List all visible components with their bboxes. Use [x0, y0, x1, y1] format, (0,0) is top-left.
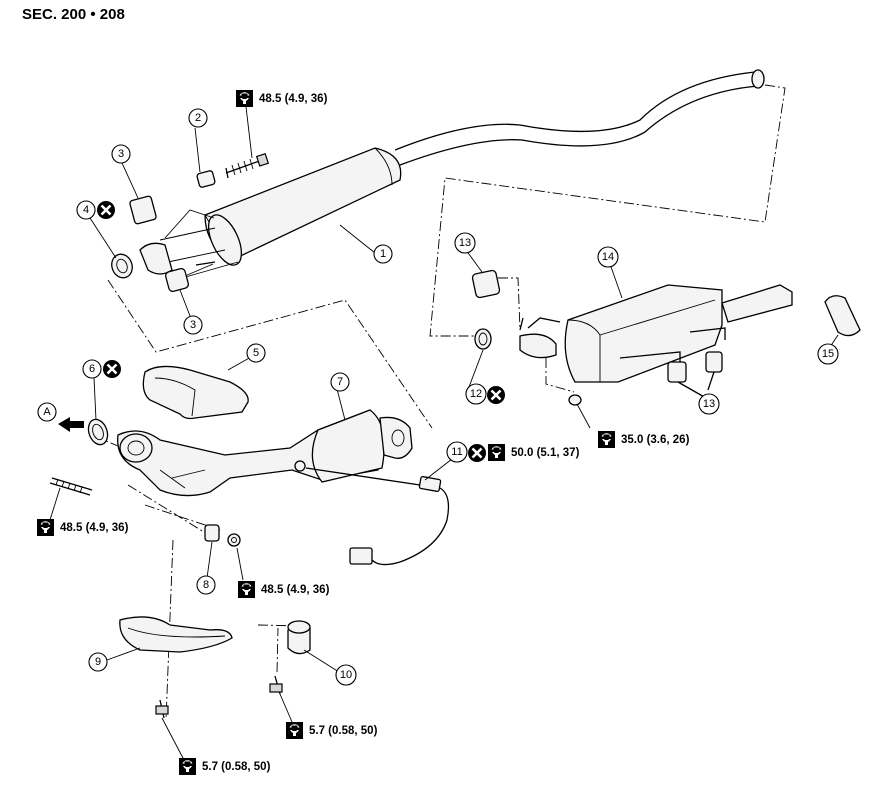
- callout-13-upper: 13: [454, 232, 476, 254]
- no-reuse-icon: [485, 384, 507, 406]
- bracket-10-top: [287, 620, 311, 634]
- svg-text:48.5 (4.9, 36): 48.5 (4.9, 36): [60, 522, 129, 534]
- svg-text:13: 13: [459, 237, 471, 249]
- rear-muffler: [519, 284, 793, 383]
- callout-13-leaders: [677, 371, 715, 399]
- wrench-icon: [238, 581, 255, 598]
- view-arrow: [58, 417, 84, 432]
- svg-text:1: 1: [380, 248, 386, 260]
- svg-text:9: 9: [95, 656, 101, 668]
- catalytic-converter-assembly: [117, 409, 413, 497]
- callout-12: 12: [465, 383, 487, 405]
- svg-text:6: 6: [89, 363, 95, 375]
- section-header: SEC. 200 • 208: [22, 6, 125, 23]
- svg-text:50.0 (5.1, 37): 50.0 (5.1, 37): [511, 447, 580, 459]
- svg-text:5.7 (0.58, 50): 5.7 (0.58, 50): [309, 725, 378, 737]
- torque-spec-rear-muffler: 35.0 (3.6, 26): [598, 431, 690, 448]
- wrench-icon: [179, 758, 196, 775]
- svg-text:48.5 (4.9, 36): 48.5 (4.9, 36): [261, 584, 330, 596]
- svg-text:4: 4: [83, 204, 89, 216]
- wrench-icon: [488, 444, 505, 461]
- nut-hole: [231, 537, 237, 543]
- wrench-icon: [598, 431, 615, 448]
- torque-spec-nut: 48.5 (4.9, 36): [238, 581, 330, 598]
- seal-ring-12-inner: [478, 332, 488, 346]
- wrench-icon: [37, 519, 54, 536]
- mount-rubber-13-lower-b: [705, 351, 723, 373]
- wrench-icon: [236, 90, 253, 107]
- torque-spec-stud: 48.5 (4.9, 36): [37, 519, 129, 536]
- torque-spec-oxygen-sensor: 50.0 (5.1, 37): [488, 444, 580, 461]
- mount-rubber-13-upper: [471, 269, 501, 299]
- callout-15: 15: [817, 343, 839, 365]
- mount-rubber-13-lower-a: [667, 361, 687, 383]
- svg-text:15: 15: [822, 348, 834, 360]
- gasket-6-inner: [92, 423, 104, 441]
- svg-text:8: 8: [203, 579, 209, 591]
- heat-shield-9: [119, 616, 233, 653]
- callout-9: 9: [88, 652, 108, 672]
- svg-text:A: A: [43, 406, 51, 418]
- muffler-nut: [568, 394, 582, 406]
- view-marker-a: A: [37, 402, 57, 422]
- svg-text:5: 5: [253, 347, 259, 359]
- svg-text:3: 3: [190, 319, 196, 331]
- callout-2: 2: [188, 108, 208, 128]
- torque-spec-shield-bolt: 5.7 (0.58, 50): [179, 758, 271, 775]
- svg-text:5.7 (0.58, 50): 5.7 (0.58, 50): [202, 761, 271, 773]
- svg-text:13: 13: [703, 398, 715, 410]
- no-reuse-icon: [466, 442, 488, 464]
- heat-shield-bolts: [155, 675, 283, 719]
- callout-7: 7: [330, 372, 350, 392]
- callout-5: 5: [246, 343, 266, 363]
- svg-text:35.0 (3.6, 26): 35.0 (3.6, 26): [621, 434, 690, 446]
- stud-bolt: [49, 477, 93, 496]
- svg-text:3: 3: [118, 148, 124, 160]
- torque-spec-muffler-bolt: 48.5 (4.9, 36): [236, 90, 328, 107]
- callout-3-upper: 3: [111, 144, 131, 164]
- callout-4: 4: [76, 200, 96, 220]
- svg-text:2: 2: [195, 112, 201, 124]
- callout-14: 14: [597, 246, 619, 268]
- svg-text:7: 7: [337, 376, 343, 388]
- svg-text:10: 10: [340, 669, 352, 681]
- no-reuse-icon: [95, 199, 117, 221]
- center-muffler-assembly: [139, 69, 765, 281]
- wrench-icon: [286, 722, 303, 739]
- nut: [227, 533, 241, 547]
- leader-lines: [49, 97, 839, 761]
- oxygen-sensor: [305, 467, 450, 566]
- callout-8: 8: [196, 575, 216, 595]
- spacer-8: [204, 524, 220, 542]
- callout-1: 1: [373, 244, 393, 264]
- muffler-hardware: [111, 152, 270, 292]
- heat-insulator-edge: [154, 377, 196, 417]
- gasket-6: [87, 418, 109, 446]
- callout-13-lower: 13: [698, 393, 720, 415]
- callout-10: 10: [335, 664, 357, 686]
- torque-spec-bracket-bolt: 5.7 (0.58, 50): [286, 722, 378, 739]
- heat-shield-9-edge: [127, 627, 226, 638]
- callout-3-lower: 3: [183, 315, 203, 335]
- svg-text:14: 14: [602, 251, 614, 263]
- seal-ring-12: [474, 328, 492, 350]
- svg-text:12: 12: [470, 388, 482, 400]
- no-reuse-icon: [101, 358, 123, 380]
- svg-text:11: 11: [451, 446, 462, 458]
- svg-text:48.5 (4.9, 36): 48.5 (4.9, 36): [259, 93, 328, 105]
- tailpipe-finisher: [824, 295, 861, 337]
- callout-6: 6: [82, 359, 102, 379]
- callout-11: 11: [446, 441, 468, 463]
- heat-insulator: [142, 365, 249, 420]
